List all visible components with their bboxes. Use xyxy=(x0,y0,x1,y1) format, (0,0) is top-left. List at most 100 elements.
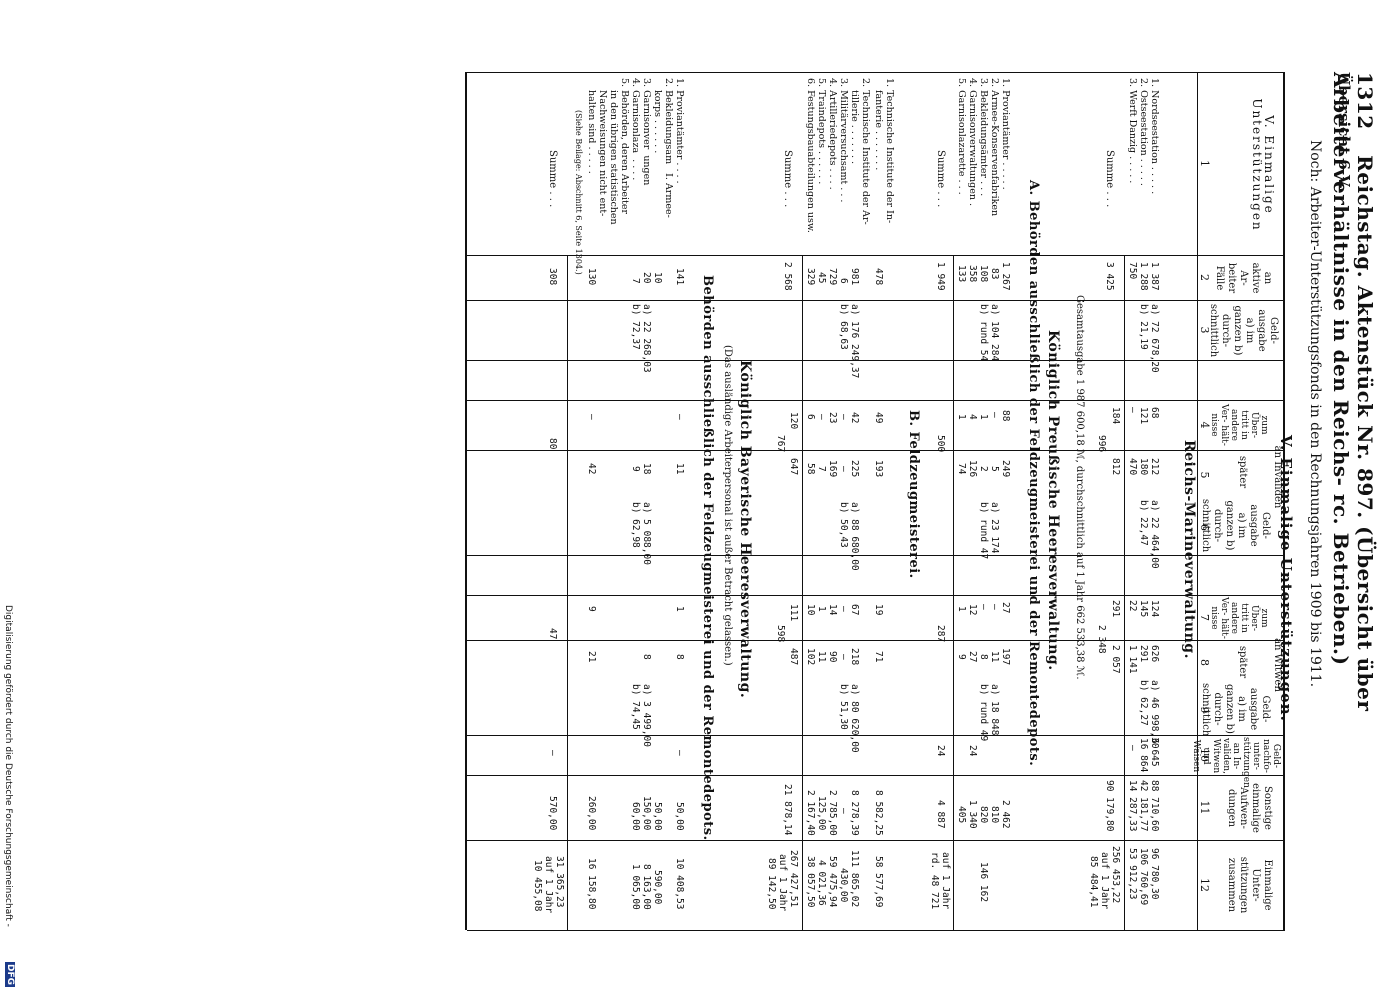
col-header-1: V. Einmalige Unterstützungen xyxy=(1250,98,1276,232)
cell: — xyxy=(816,414,827,420)
cell: — xyxy=(838,414,849,420)
cell: 10 xyxy=(652,272,663,284)
cell: 9 xyxy=(956,654,967,660)
col-header-2: an aktive Ar- beiter xyxy=(1226,262,1273,294)
cell: b) 62,98 xyxy=(630,502,641,548)
cell: 31 365,23 xyxy=(554,856,565,908)
cell: 130 xyxy=(586,268,597,286)
cell: 308 xyxy=(547,268,558,286)
cell: b) 62,27 xyxy=(1138,680,1149,726)
cell: 20 xyxy=(641,272,652,284)
cell: — xyxy=(674,750,685,756)
row-label: 2. Armee-Konservenfabriken xyxy=(989,78,1000,217)
cell: b) 72,37 xyxy=(630,304,641,350)
col-line xyxy=(467,400,1285,401)
col-line xyxy=(467,735,1285,736)
cell: 996 xyxy=(1096,435,1107,453)
cell: 1 xyxy=(956,414,967,420)
col-number-12: 12 xyxy=(1198,878,1211,892)
cell: 125,00 xyxy=(816,796,827,831)
cell: 12 xyxy=(967,604,978,616)
cell: 85 484,41 xyxy=(1088,856,1099,908)
cell: 487 xyxy=(788,648,799,666)
cell: a) 22 268,03 xyxy=(641,304,652,373)
row-label: Nachweisungen nicht ent- xyxy=(597,90,608,217)
digitization-credit: Digitalisierung gefördert durch die Deut… xyxy=(3,605,13,927)
page-header: 1312 Reichstag. Aktenstück Nr. 897. (Übe… xyxy=(1329,72,1377,932)
cell: 67 xyxy=(849,604,860,616)
cell: 96 780,30 xyxy=(1149,848,1160,900)
row-label: tillerie . . . . . . . xyxy=(849,90,860,165)
cell: 9 xyxy=(630,466,641,472)
cell: a) 3 499,00 xyxy=(641,684,652,747)
cell: b) 74,45 xyxy=(630,684,641,730)
cell: 49 xyxy=(873,412,884,424)
cell: 133 xyxy=(956,265,967,283)
cell: 14 xyxy=(827,604,838,616)
col-line xyxy=(467,640,1285,641)
cell: 60,00 xyxy=(630,802,641,831)
row-label: 3. Garnisonver ungen xyxy=(641,78,652,186)
cell: 570,00 xyxy=(547,796,558,831)
cell: 405 xyxy=(956,806,967,824)
cell: a) 80 620,00 xyxy=(849,684,860,753)
col-line xyxy=(467,360,1285,361)
sum-label: Summe . . . xyxy=(1104,150,1115,208)
row-label: in den übrigen statistischen xyxy=(608,90,619,225)
cell: 2 568 xyxy=(782,262,793,291)
col-line xyxy=(467,300,1285,301)
row-label: 1. Nordseestation . . . . . xyxy=(1149,78,1160,195)
cell: 4 887 xyxy=(935,800,946,829)
bayern-source-note: (Siehe Beilage: Abschnitt 6, Seite 1304.… xyxy=(574,110,583,275)
cell: 1 387 xyxy=(1149,262,1160,291)
cell: 590,00 xyxy=(652,870,663,905)
col-number-4: 4 xyxy=(1198,421,1211,429)
col-number-2: 2 xyxy=(1198,274,1211,281)
sum-rule xyxy=(953,255,954,930)
cell: 1 949 xyxy=(935,262,946,291)
cell: 2 348 xyxy=(1096,625,1107,654)
cell: 4 xyxy=(967,414,978,420)
col-number-9: 9 xyxy=(1198,706,1211,714)
row-label: 3. Militärversuchsamt . . . xyxy=(838,78,849,203)
row-label: 2. Bekleidungsam I. Armee- xyxy=(663,78,674,218)
cell: 102 xyxy=(805,648,816,666)
cell: 1 xyxy=(816,606,827,612)
total-note: Gesamtausgabe 1 987 600,18 ℳ, durchschni… xyxy=(1074,295,1085,680)
bayern-subsection-title: Behörden ausschließlich der Feldzeugmeis… xyxy=(700,275,715,841)
cell: 810 xyxy=(989,806,1000,824)
row-label: fanterie . . . . . . . xyxy=(873,90,884,171)
row-label: 6. Festungsbauabteilungen usw. xyxy=(805,78,816,233)
cell: — xyxy=(1127,745,1138,751)
cell: 71 xyxy=(873,651,884,663)
cell: 90 179,80 xyxy=(1104,780,1115,832)
cell: a) 176 249,37 xyxy=(849,304,860,379)
cell: 88 710,60 xyxy=(1149,780,1160,832)
cell: 16 864 xyxy=(1138,738,1149,773)
cell: b) rund 54 xyxy=(978,304,989,362)
col-number-6: 6 xyxy=(1198,524,1211,531)
cell: 500 xyxy=(935,435,946,453)
col-header-11: Sonstige einmalige Aufwen- dungen xyxy=(1226,783,1273,833)
cell: 58 577,69 xyxy=(873,856,884,908)
cell: — xyxy=(1127,407,1138,413)
cell: a) 18 848 xyxy=(989,684,1000,736)
cell: 729 xyxy=(827,268,838,286)
cell: a) 72 678,20 xyxy=(1149,304,1160,373)
col-line xyxy=(467,840,1285,841)
cell: 2 xyxy=(978,466,989,472)
cell: 21 xyxy=(586,651,597,663)
cell: 38 057,50 xyxy=(805,856,816,908)
cell: 8 xyxy=(978,654,989,660)
cell: 169 xyxy=(827,460,838,478)
sum-rule xyxy=(567,255,568,930)
cell: 21 878,14 xyxy=(782,784,793,836)
row-label: 1. Proviantämter . . . . xyxy=(674,78,685,184)
cell: b) rund 49 xyxy=(978,684,989,742)
cell: 358 xyxy=(967,265,978,283)
cell: 2 462 xyxy=(1000,800,1011,829)
cell: 430,00 xyxy=(838,868,849,903)
cell: — xyxy=(547,750,558,756)
col-header-12: Einmalige Unter- stützungen zusammen xyxy=(1226,856,1273,914)
cell: 8 278,39 xyxy=(849,790,860,836)
